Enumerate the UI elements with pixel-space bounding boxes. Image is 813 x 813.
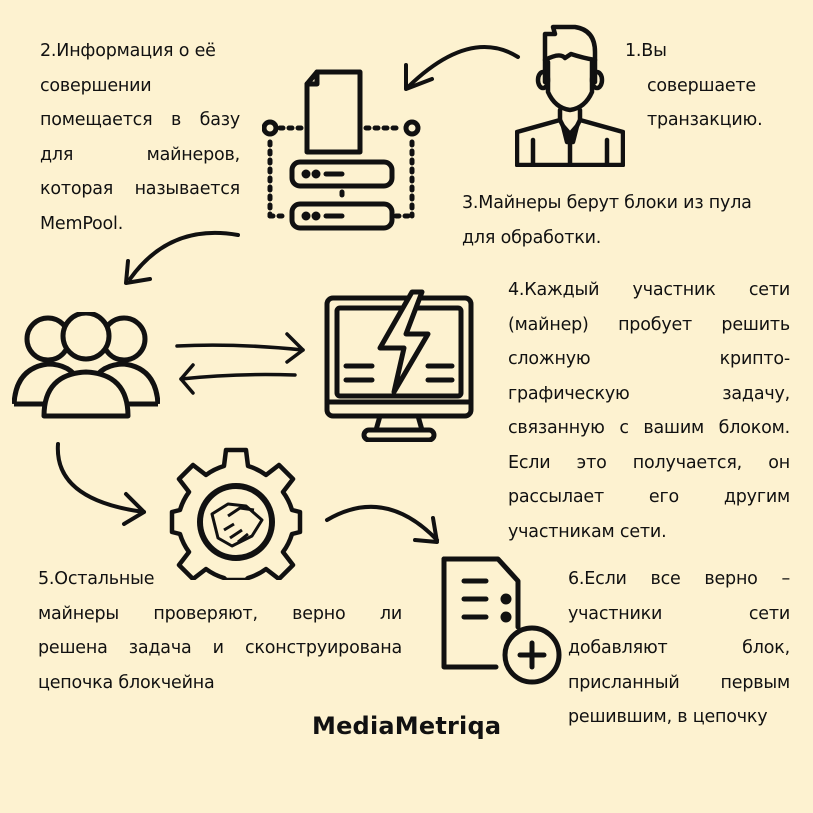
step-2-line: которая называется [40,179,240,199]
step-6-line: решившим, в цепочку [568,707,768,727]
arrow-gear-to-document [325,500,445,550]
monitor-lightning-icon [324,288,474,442]
step-1-text: 1.Вы совершаете транзакцию. [625,34,795,138]
arrow-user-to-mempool [400,35,530,95]
step-2-text: 2.Информация о её совершении помещается … [40,34,240,241]
step-4-text: 4.Каждый участник сети (майнер) пробует … [508,273,790,549]
step-4-line: Если это получается, он [508,452,790,473]
step-5-line: майнеры проверяют, верно ли [38,603,402,624]
arrow-mempool-to-miners [120,225,245,290]
step-1-number: 1. [625,41,642,61]
step-1-line-1: 1.Вы [625,34,795,69]
arrow-computer-to-miners [175,363,300,395]
step-6-line: присланный первым [568,672,790,693]
step-4-line: (майнер) пробует решить [508,314,790,335]
step-2-line: помещается в базу [40,110,240,130]
step-2-line: MemPool. [40,213,124,234]
step-6-text: 6.Если все верно – участники сети добавл… [568,562,790,735]
step-4-line: сложную крипто- [508,349,790,369]
step-3-line: 3.Майнеры берут блоки из пула [462,193,752,213]
arrow-miners-to-computer [175,330,307,364]
step-1-line-2: совершаете [647,75,756,96]
step-4-line: участникам сети. [508,521,667,542]
step-6-line: участники сети [568,603,790,624]
step-3-text: 3.Майнеры берут блоки из пула для обрабо… [462,186,792,255]
step-1-line-3: транзакцию. [647,110,763,130]
step-6-line: 6.Если все верно – [568,569,790,589]
step-1-word: Вы [641,41,667,61]
step-5-line: решена задача и сконструирована [38,638,402,658]
gear-handshake-icon [168,444,304,580]
database-document-icon [262,66,422,236]
step-4-line: рассылает его другим [508,487,790,507]
document-add-icon [440,555,564,685]
step-2-line: для майнеров, [40,144,240,165]
step-5-line: 5.Остальные [38,569,155,589]
brand-logo-text: MediaMetriqa [312,712,502,740]
businessman-icon [515,22,625,167]
step-5-text: 5.Остальные майнеры проверяют, верно ли … [38,562,402,700]
step-5-line: цепочка блокчейна [38,672,215,693]
arrow-miners-to-gear [50,440,150,530]
step-4-line: 4.Каждый участник сети [508,280,790,300]
step-4-line: графическую задачу, [508,383,790,404]
step-2-line: совершении [40,75,152,96]
step-6-line: добавляют блок, [568,638,790,658]
step-4-line: связанную с вашим блоком. [508,418,790,438]
group-icon [12,312,160,420]
step-2-line: 2.Информация о её [40,41,216,61]
step-3-line: для обработки. [462,227,602,248]
